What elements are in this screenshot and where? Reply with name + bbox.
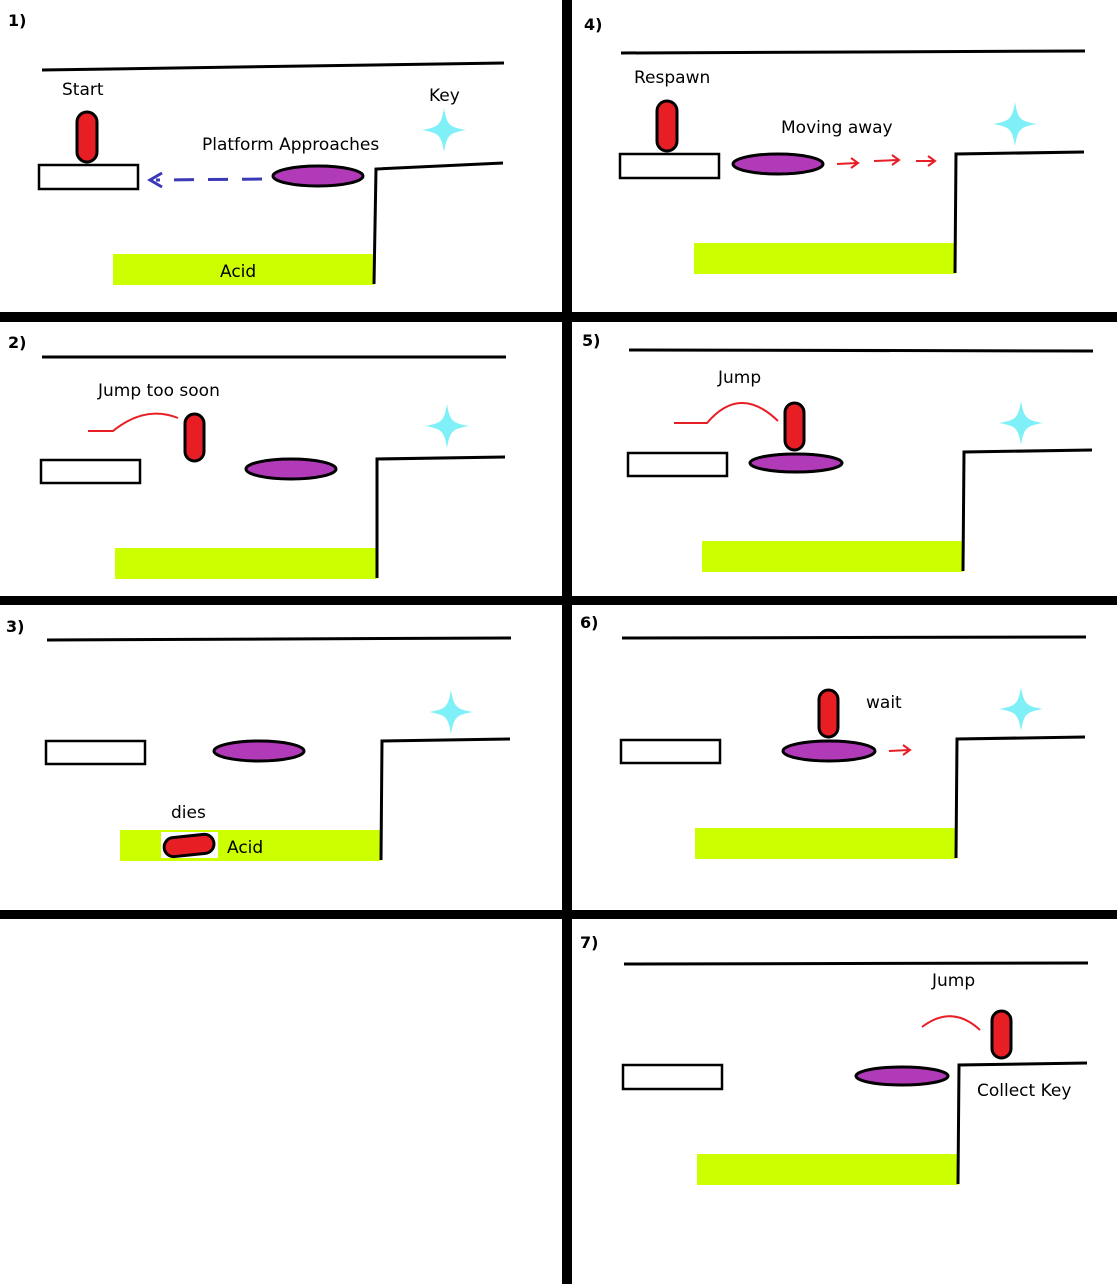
approach-arrow-head [147,171,163,189]
moving-platform [271,164,365,188]
ceiling-line [41,61,505,72]
acid-pool [115,548,377,579]
panel-7: 7) Jump Collect Key [580,933,1089,1185]
panel-3: 3) dies Acid [6,617,512,861]
panel-6: 6) wait [580,613,1087,859]
collect-key-label: Collect Key [977,1081,1071,1101]
horizontal-divider-1 [0,312,1117,322]
panel-number: 4) [584,15,602,34]
panel-number: 2) [8,333,26,352]
jump-trajectory [88,412,179,432]
key-icon [429,690,473,734]
jump-too-soon-label: Jump too soon [97,381,220,401]
goal-ledge [953,150,1085,274]
jump-label: Jump [931,971,975,991]
acid-label: Acid [220,262,256,282]
moving-platform [244,457,338,481]
moving-platform [748,452,844,474]
panel-number: 7) [580,933,598,952]
start-platform [621,1063,724,1091]
moving-platform [854,1065,950,1087]
moving-platform [731,152,825,176]
respawn-label: Respawn [634,68,710,88]
ceiling-line [628,348,1094,353]
goal-ledge [379,737,511,861]
vertical-divider [562,0,572,1284]
player-capsule [990,1009,1013,1060]
goal-ledge [961,448,1093,572]
jump-label: Jump [717,368,761,388]
moving-away-label: Moving away [781,118,893,138]
panel-number: 1) [8,11,26,30]
panel-4: 4) Respawn Moving away [584,15,1086,274]
panel-number: 5) [582,331,600,350]
key-icon [999,401,1043,445]
ceiling-line [621,635,1087,640]
start-platform [626,451,729,478]
goal-ledge [954,735,1086,859]
dead-player-capsule [162,832,216,859]
acid-pool [697,1154,958,1185]
start-platform [39,458,142,485]
approach-arrow-line [155,177,263,182]
key-icon [425,404,469,448]
motion-arrows [836,154,937,169]
player-capsule [75,110,99,164]
panel-2: 2) Jump too soon [8,333,506,579]
moving-platform [212,739,306,763]
ceiling-line [620,49,1086,55]
player-capsule [817,688,840,739]
start-platform [44,739,147,766]
acid-pool [702,541,963,572]
key-icon [422,108,466,152]
goal-ledge [372,161,504,285]
panel-5: 5) Jump [582,331,1094,572]
jump-trajectory [921,1015,981,1031]
player-capsule [655,99,679,153]
ceiling-line [46,636,512,642]
ceiling-line [623,961,1089,966]
platform-approaches-label: Platform Approaches [202,135,379,155]
key-icon [993,102,1037,146]
player-capsule [183,412,206,463]
start-platform [618,152,721,180]
acid-pool [694,243,955,274]
player-capsule [783,401,806,452]
start-label: Start [62,80,104,100]
horizontal-divider-3 [0,910,1117,919]
key-label: Key [429,86,460,106]
goal-ledge [375,455,506,578]
panel-number: 6) [580,613,598,632]
panel-1: 1) Acid Start Platform Approaches Key [8,11,505,285]
key-icon [999,687,1043,731]
horizontal-divider-2 [0,596,1117,605]
acid-pool [113,254,374,285]
start-platform [37,163,140,191]
wait-label: wait [866,693,902,713]
jump-trajectory [674,402,779,424]
acid-label: Acid [227,838,263,858]
goal-ledge [956,1061,1088,1185]
panel-number: 3) [6,617,24,636]
motion-arrow [888,744,912,756]
dies-label: dies [171,803,206,823]
acid-pool [695,828,956,859]
moving-platform [781,739,877,763]
start-platform [619,738,722,765]
